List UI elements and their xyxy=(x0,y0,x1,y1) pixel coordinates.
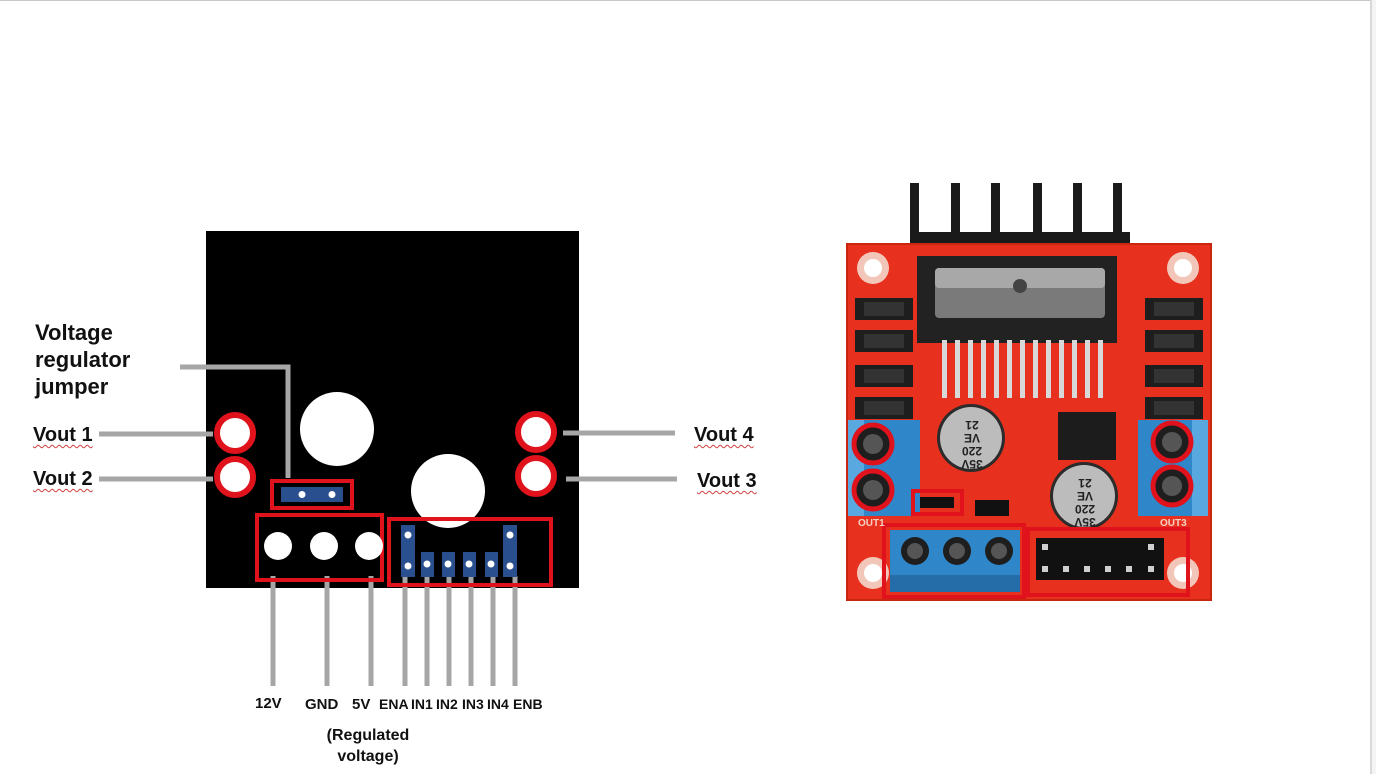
out1-silkscreen: OUT1 xyxy=(858,518,885,529)
cap2-line-3: VE xyxy=(1063,489,1107,502)
cap1-line-4: 21 xyxy=(950,418,994,431)
capacitor-1-marking: 35V 220 VE 21 xyxy=(950,418,994,470)
cap1-line-3: VE xyxy=(950,431,994,444)
out3-silkscreen: OUT3 xyxy=(1160,518,1187,529)
cap2-line-2: 220 xyxy=(1063,502,1107,515)
capacitor-2-marking: 35V 220 VE 21 xyxy=(1063,476,1107,528)
cap1-line-1: 35V xyxy=(950,457,994,470)
cap1-line-2: 220 xyxy=(950,444,994,457)
voltage-regulator xyxy=(1058,412,1116,460)
cap2-line-1: 35V xyxy=(1063,515,1107,528)
cap2-line-4: 21 xyxy=(1063,476,1107,489)
smd-component xyxy=(975,500,1009,516)
module-header-pins xyxy=(1036,538,1164,580)
